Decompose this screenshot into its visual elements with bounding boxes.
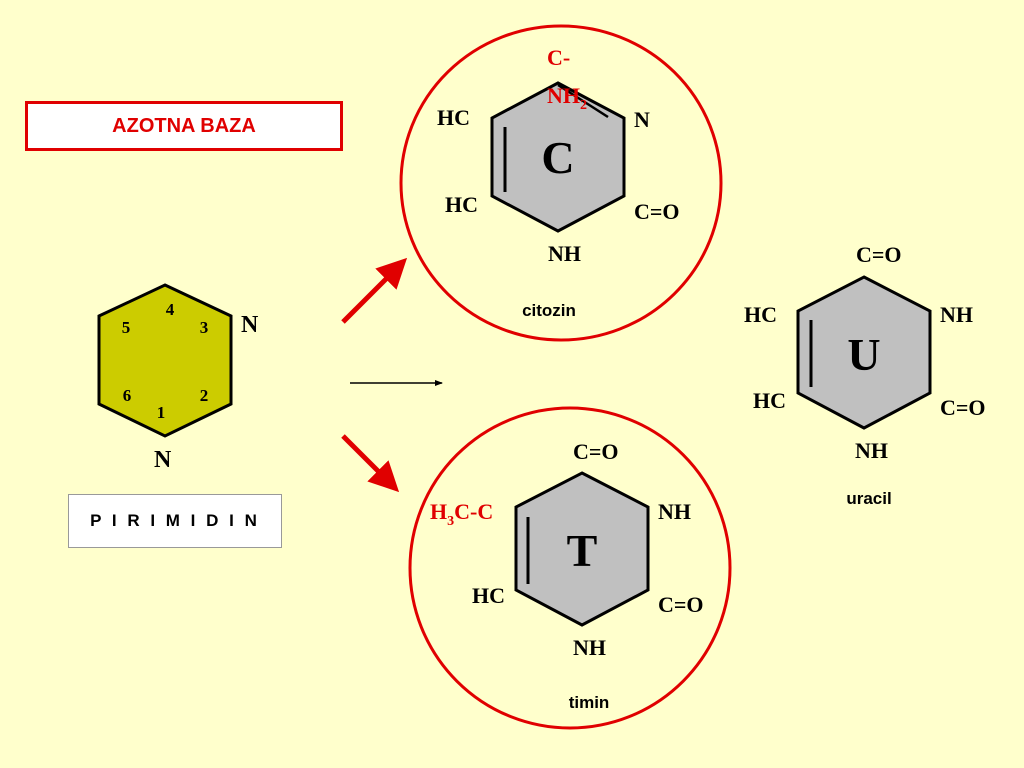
pyrimidine-molecule: 1 2 3 4 5 6 N N <box>97 283 259 473</box>
cytosine-right-bottom: C=O <box>634 199 680 224</box>
thymine-right-top: NH <box>658 499 691 524</box>
pirimidin-caption: P I R I M I D I N <box>90 511 260 530</box>
cytosine-top-line2: NH2 <box>547 83 587 113</box>
cytosine-letter: C <box>541 132 574 183</box>
pyrimidine-n-right: N <box>241 312 259 338</box>
uracil-ring <box>796 275 932 430</box>
cytosine-left-top: HC <box>437 105 470 130</box>
thymine-ring <box>514 471 650 627</box>
red-arrow-up <box>341 257 408 324</box>
cytosine-ring <box>490 81 626 233</box>
pyrimidine-position-6: 6 <box>123 386 132 405</box>
thymine-circle <box>408 406 732 730</box>
cytosine-molecule: C C- NH2 HC HC N C=O NH citozin <box>399 24 723 342</box>
thymine-molecule: T C=O H3C-C HC NH C=O NH timin <box>408 406 732 730</box>
uracil-letter: U <box>847 329 880 380</box>
uracil-right-top: NH <box>940 302 973 327</box>
thymine-right-bottom: C=O <box>658 592 704 617</box>
thymine-letter: T <box>567 525 598 576</box>
pyrimidine-position-3: 3 <box>200 318 209 337</box>
uracil-bottom: NH <box>855 438 888 463</box>
pyrimidine-n-bottom: N <box>154 447 172 473</box>
azotna-baza-title-box: AZOTNA BAZA <box>25 101 343 151</box>
cytosine-top-line1: C- <box>547 45 570 70</box>
pyrimidine-position-2: 2 <box>200 386 209 405</box>
pyrimidine-ring <box>97 283 233 438</box>
azotna-baza-title: AZOTNA BAZA <box>112 114 256 137</box>
uracil-molecule: U C=O HC HC NH C=O NH uracil <box>744 242 986 508</box>
cytosine-circle <box>399 24 723 342</box>
pyrimidine-position-5: 5 <box>122 318 131 337</box>
cytosine-name: citozin <box>522 301 576 320</box>
pyrimidine-position-1: 1 <box>157 403 166 422</box>
cytosine-bottom: NH <box>548 241 581 266</box>
cytosine-right-top: N <box>634 107 650 132</box>
thymine-left-bottom: HC <box>472 583 505 608</box>
pirimidin-caption-box: P I R I M I D I N <box>68 494 282 548</box>
red-arrow-down <box>341 434 400 493</box>
thymine-left-top: H3C-C <box>430 499 493 529</box>
uracil-left-bottom: HC <box>753 388 786 413</box>
uracil-left-top: HC <box>744 302 777 327</box>
uracil-right-bottom: C=O <box>940 395 986 420</box>
uracil-top: C=O <box>856 242 902 267</box>
cytosine-left-bottom: HC <box>445 192 478 217</box>
cytosine-amino-bond <box>557 83 609 119</box>
pyrimidine-position-4: 4 <box>166 300 175 319</box>
thymine-bottom: NH <box>573 635 606 660</box>
thymine-top: C=O <box>573 439 619 464</box>
thymine-name: timin <box>569 693 610 712</box>
uracil-name: uracil <box>846 489 891 508</box>
